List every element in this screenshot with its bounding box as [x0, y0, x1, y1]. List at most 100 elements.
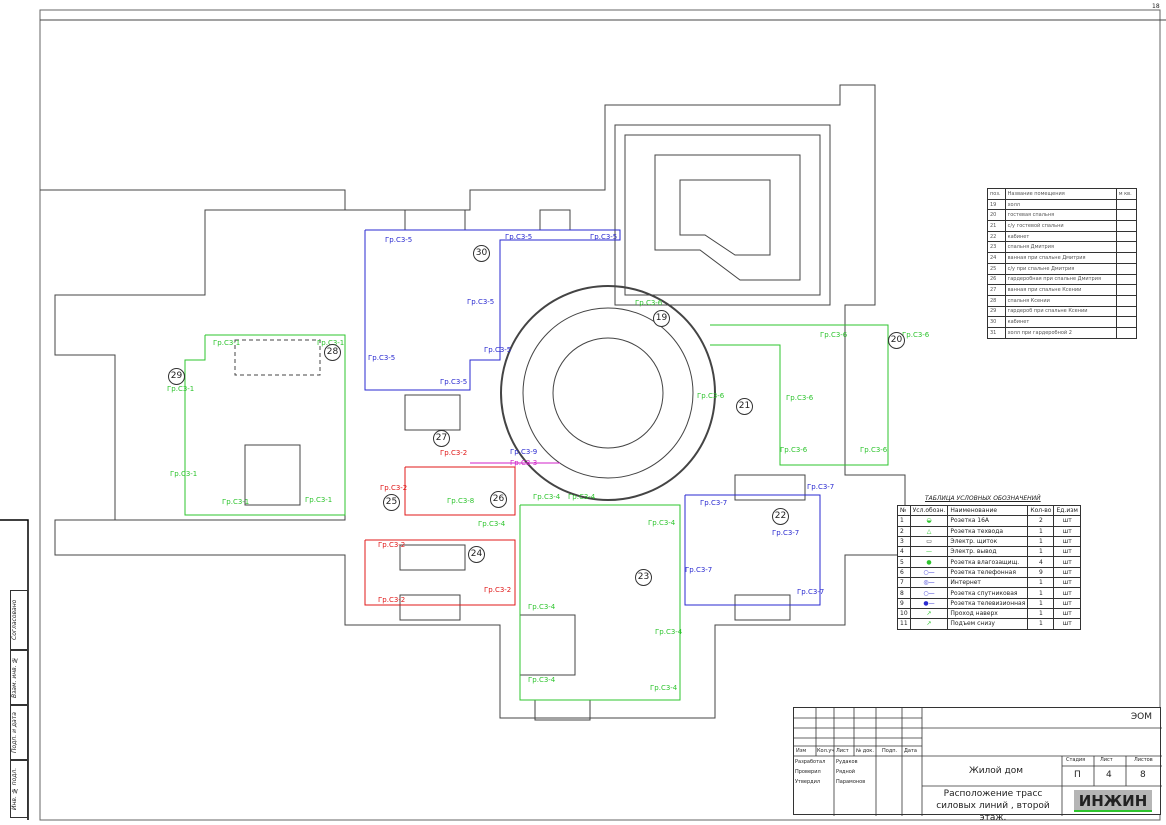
- room-area: [1115, 220, 1138, 232]
- circuit-label: Гр.С3-5: [505, 233, 533, 241]
- legend-no: 3: [897, 535, 911, 548]
- circuit-label: Гр.С3-7: [797, 588, 825, 596]
- circuit-label: Гр.С3-5: [484, 346, 512, 354]
- legend-qty: 1: [1027, 597, 1055, 609]
- room-area: [1115, 305, 1138, 318]
- room-number: 28: [324, 344, 341, 361]
- legend-title: ТАБЛИЦА УСЛОВНЫХ ОБОЗНАЧЕНИЙ: [925, 495, 1041, 502]
- room-number: 25: [383, 494, 400, 511]
- circuit-label: Гр.С3-7: [685, 566, 713, 574]
- room-no: 19: [987, 198, 1006, 211]
- legend-name: Розетка спутниковая: [947, 587, 1029, 599]
- stage-value: П: [1074, 770, 1081, 780]
- title-block: ЭОМ Изм Кол.уч Лист № док. Подп. Дата Ра…: [793, 707, 1162, 823]
- room-area: [1115, 294, 1138, 307]
- legend-no: 10: [897, 607, 911, 620]
- circuit-label: Гр.С3-2: [484, 586, 512, 594]
- legend-qty: 1: [1027, 577, 1055, 589]
- circuit-label: Гр.С3-4: [478, 520, 506, 528]
- legend-symbol-icon: ○—: [909, 566, 949, 579]
- side-stamp: Инв. № подл.: [10, 760, 28, 818]
- legend-name: Розетка телефонная: [947, 566, 1029, 579]
- circuit-label: Гр.С3-6: [786, 394, 814, 402]
- circuit-label: Гр.С3-5: [385, 236, 413, 244]
- legend-no: 6: [897, 566, 911, 579]
- room-area: [1115, 273, 1138, 286]
- side-stamp: Подп. и дата: [10, 705, 28, 760]
- role-label: Разработал: [795, 759, 826, 765]
- room-area: [1115, 252, 1138, 264]
- header: Усл.обозн.: [909, 504, 949, 517]
- circuit-label: Гр.С3-4: [650, 684, 678, 692]
- room-no: 22: [987, 230, 1006, 243]
- circuit-label: Гр.С3-4: [655, 628, 683, 636]
- legend-no: 2: [897, 525, 911, 537]
- circuit-label: Гр.С3-6: [780, 446, 808, 454]
- room-number: 22: [772, 508, 789, 525]
- room-number: 26: [490, 491, 507, 508]
- room-no: 21: [987, 220, 1006, 232]
- circuit-label: Гр.С3-6: [635, 299, 663, 307]
- circuit-label: Гр.С3-6: [860, 446, 888, 454]
- room-no: 28: [987, 294, 1006, 307]
- room-no: 30: [987, 316, 1006, 328]
- room-name: ванная при спальне Дмитрия: [1004, 252, 1117, 264]
- circuit-label: Гр.С3-5: [440, 378, 468, 386]
- legend-symbol-icon: ●: [909, 556, 949, 568]
- header: Название помещения: [1004, 188, 1117, 200]
- legend-symbol-icon: △: [909, 525, 949, 537]
- room-area: [1115, 241, 1138, 254]
- room-name: с/у при спальне Дмитрия: [1004, 262, 1117, 275]
- legend-name: Электр. вывод: [947, 546, 1029, 558]
- legend-unit: шт: [1053, 577, 1081, 589]
- room-name: гостевая спальня: [1004, 209, 1117, 222]
- room-area: [1115, 262, 1138, 275]
- room-name: кабинет: [1004, 230, 1117, 243]
- drawing-title: Расположение трасс силовых линий , второ…: [936, 789, 1050, 823]
- sheets-value: 8: [1140, 770, 1146, 780]
- room-number: 27: [433, 430, 450, 447]
- legend-symbol-icon: ○—: [909, 587, 949, 599]
- circuit-label: Гр.С3-5: [368, 354, 396, 362]
- legend-symbol-icon: ▭: [909, 535, 949, 548]
- col-label: № док.: [856, 748, 874, 754]
- company-logo: ИНЖИН: [1074, 790, 1152, 812]
- col-label: Лист: [836, 748, 849, 754]
- room-no: 24: [987, 252, 1006, 264]
- room-name: холл при гардеробной 2: [1004, 326, 1117, 339]
- col-label: Подп.: [882, 748, 898, 754]
- col-label: Дата: [904, 748, 917, 754]
- room-area: [1115, 230, 1138, 243]
- circuit-label: Гр.С3-1: [317, 339, 345, 347]
- legend-unit: шт: [1053, 618, 1081, 630]
- side-stamp: Взам. инв. №: [10, 650, 28, 705]
- legend-unit: шт: [1053, 607, 1081, 620]
- object-name: Жилой дом: [969, 766, 1024, 776]
- legend-name: Розетка влагозащищ.: [947, 556, 1029, 568]
- circuit-label: Гр.С3-7: [772, 529, 800, 537]
- legend-qty: 2: [1027, 515, 1055, 527]
- legend-unit: шт: [1053, 597, 1081, 609]
- header: №: [897, 504, 911, 517]
- room-name: спальня Дмитрия: [1004, 241, 1117, 254]
- legend-name: Проход наверх: [947, 607, 1029, 620]
- circuit-label: Гр.С3-1: [213, 339, 241, 347]
- circuit-label: Гр.С3-1: [305, 496, 333, 504]
- legend-symbol-icon: ↗: [909, 618, 949, 630]
- room-number: 30: [473, 245, 490, 262]
- document-code: ЭОМ: [1130, 712, 1152, 722]
- room-no: 29: [987, 305, 1006, 318]
- circuit-label: Гр.С3-2: [378, 596, 406, 604]
- legend-symbol-icon: ◒: [909, 515, 949, 527]
